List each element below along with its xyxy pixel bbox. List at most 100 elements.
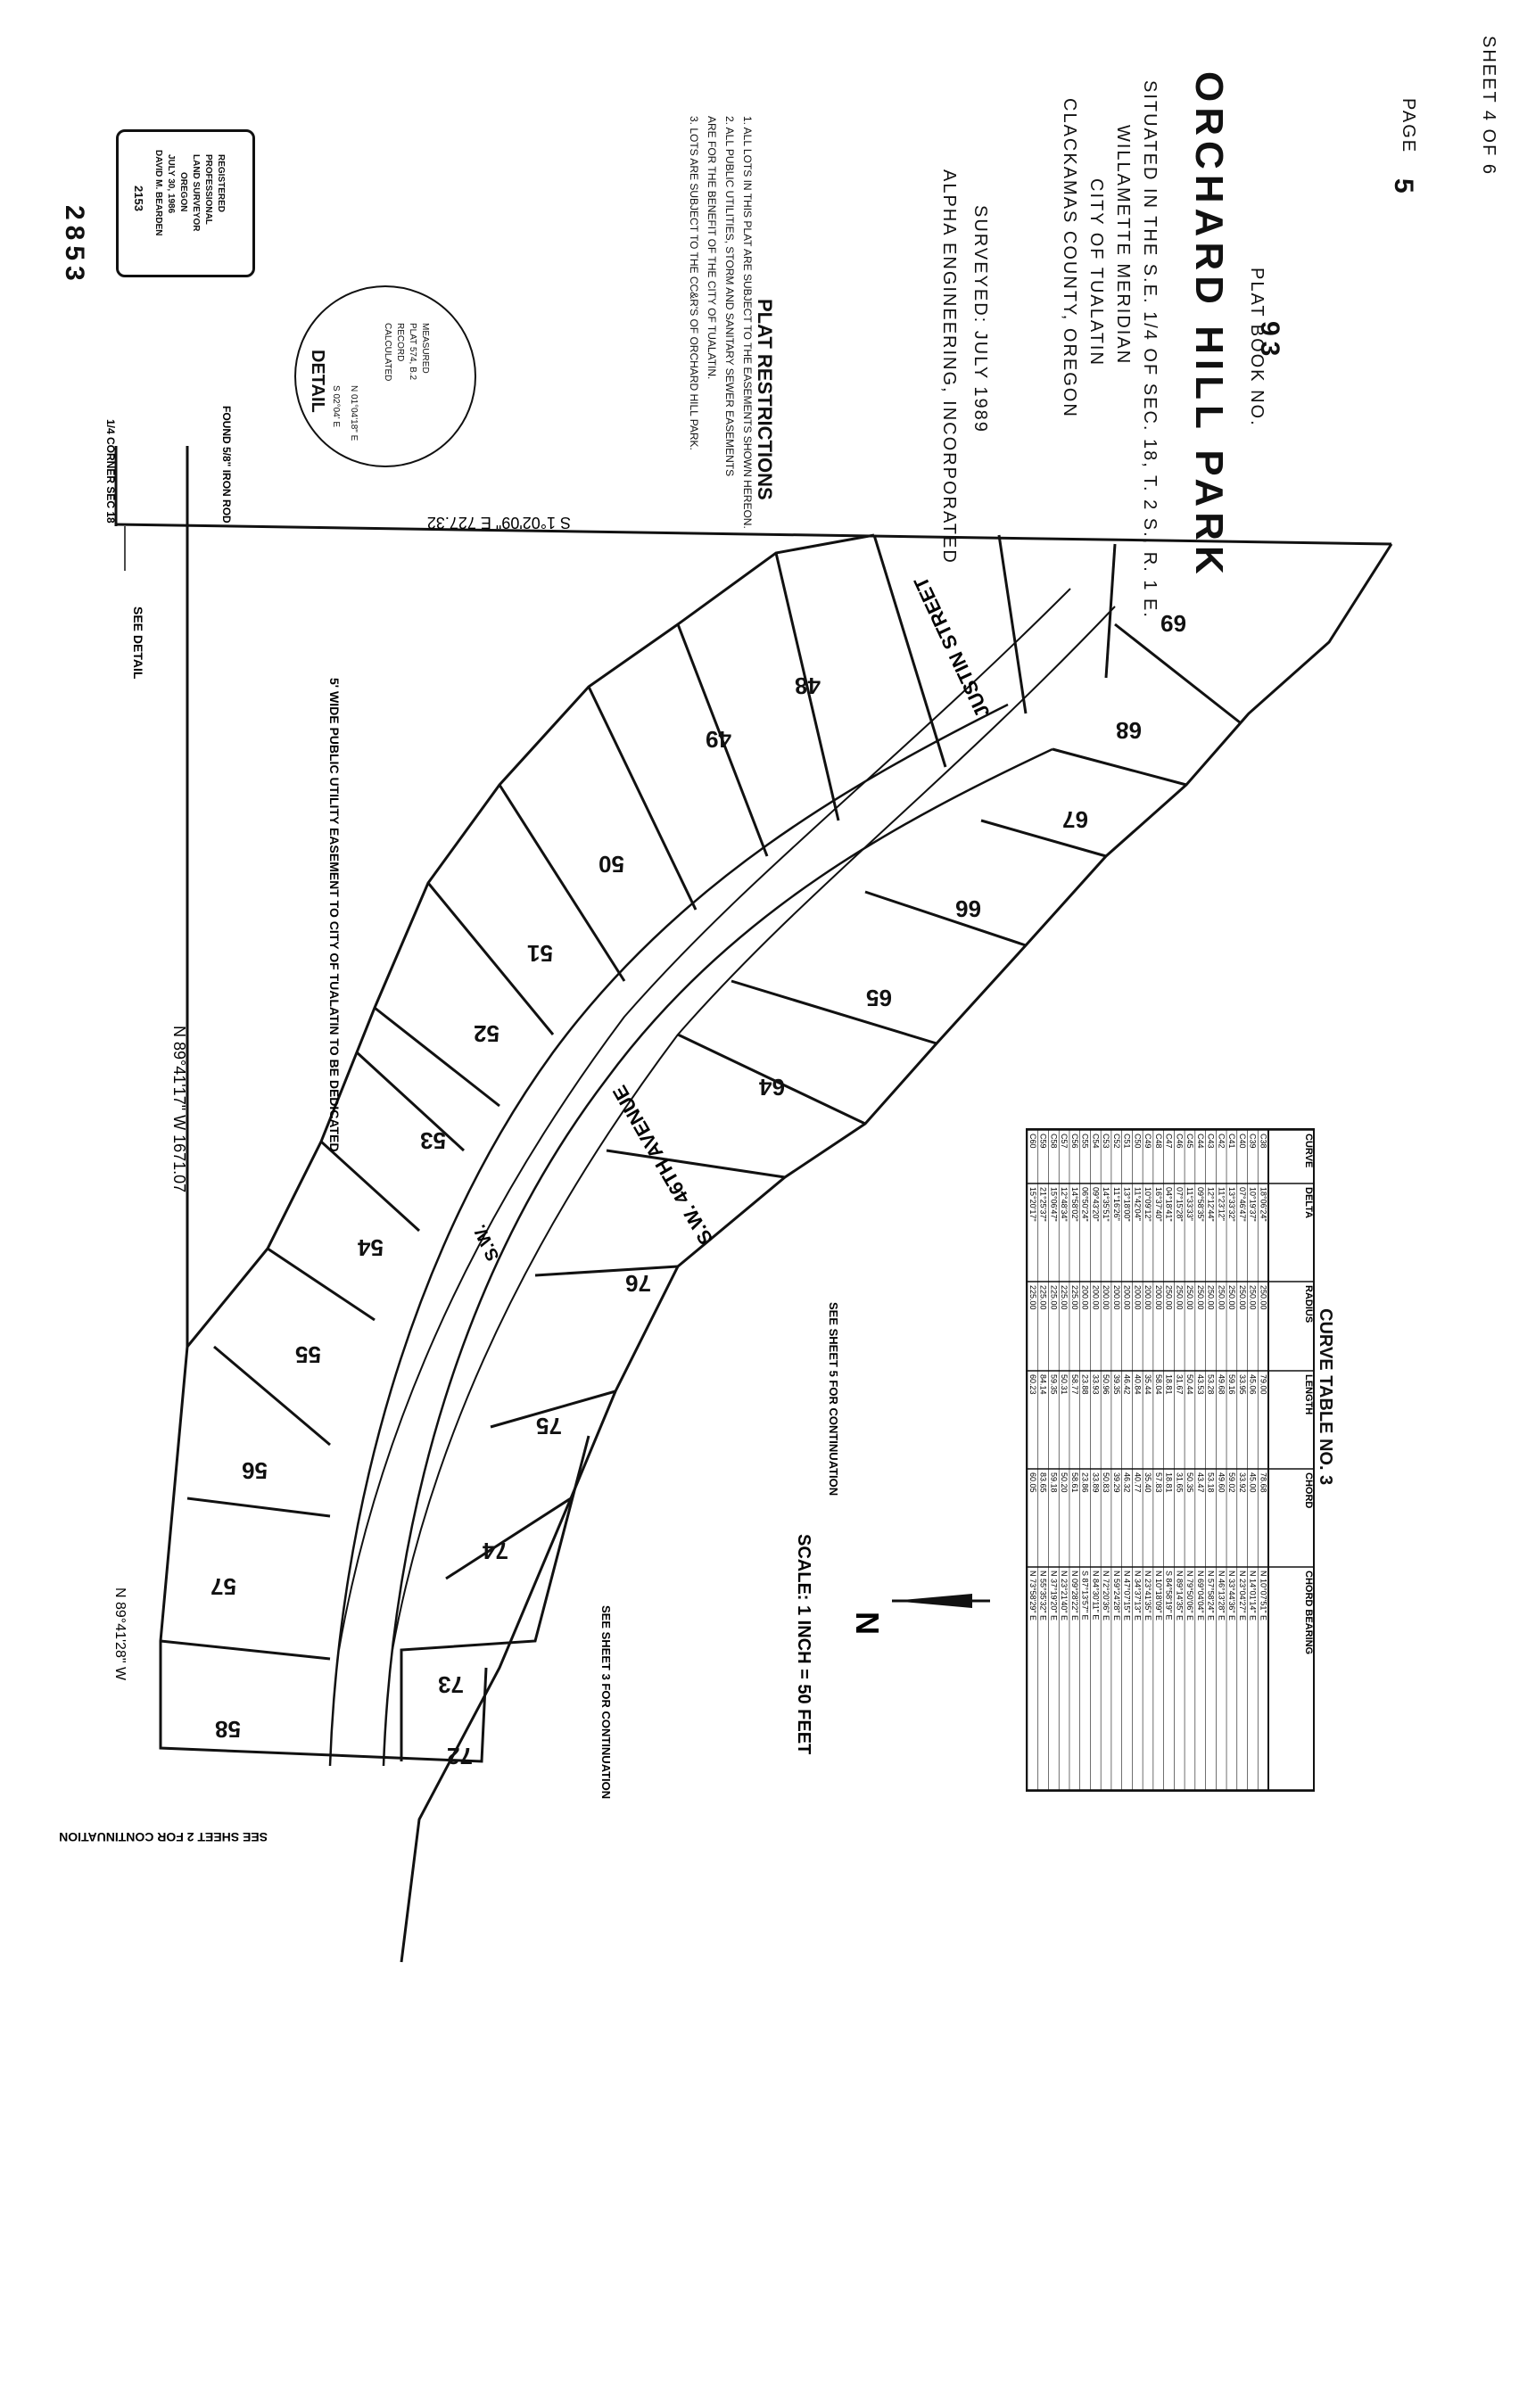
curve-table-cell: C47: [1165, 1134, 1174, 1149]
lot-number: 49: [706, 726, 731, 753]
curve-table-cell: 60.23: [1028, 1374, 1037, 1395]
stamp-line: PROFESSIONAL: [203, 154, 213, 225]
lot-number: 48: [795, 672, 821, 699]
continuation-note: SEE SHEET 2 FOR CONTINUATION: [59, 1830, 268, 1844]
curve-table-cell: N 09°28'22" E: [1070, 1571, 1079, 1620]
curve-table-cell: N 57°58'24" E: [1207, 1571, 1216, 1620]
curve-table-cell: 39.29: [1112, 1472, 1121, 1493]
curve-table-cell: 59.16: [1227, 1374, 1236, 1395]
curve-table-cell: 15°20'17": [1028, 1187, 1037, 1222]
curve-table-cell: N 55°35'32" E: [1039, 1571, 1048, 1620]
curve-table-cell: 14°35'51": [1102, 1187, 1110, 1222]
location-line: WILLAMETTE MERIDIAN: [1113, 125, 1133, 366]
lot-line: [606, 1149, 786, 1179]
curve-table-cell: C56: [1070, 1134, 1079, 1149]
curve-table-cell: C44: [1196, 1134, 1205, 1149]
curve-table-cell: 200.00: [1102, 1285, 1110, 1310]
curve-table-cell: N 59°24'28" E: [1112, 1571, 1121, 1620]
location-line: CLACKAMAS COUNTY, OREGON: [1060, 98, 1079, 418]
curve-table-header: LENGTH: [1303, 1374, 1313, 1414]
curve-table-cell: N 47°07'15" E: [1123, 1571, 1132, 1620]
street-name-justin: JUSTIN STREET: [909, 573, 994, 721]
curve-table-cell: 16°37'40": [1154, 1187, 1163, 1222]
curve-table-cell: 53.18: [1207, 1472, 1216, 1493]
lot-line: [267, 1247, 376, 1322]
curve-table-cell: 60.05: [1028, 1472, 1037, 1493]
curve-table-cell: C41: [1227, 1134, 1236, 1149]
curve-table-cell: 15°06'47": [1049, 1187, 1058, 1222]
curve-table-cell: N 10°07'51" E: [1259, 1571, 1267, 1620]
west-line-bearing: N 89°41'17" W 1671.07: [170, 1026, 188, 1192]
street-curve-b: [382, 747, 1053, 1767]
lot-number: 74: [483, 1538, 508, 1564]
curve-table-cell: 58.04: [1154, 1374, 1163, 1395]
curve-table-cell: 225.00: [1070, 1285, 1079, 1310]
curve-table-cell: 200.00: [1091, 1285, 1100, 1310]
lot-number: 72: [447, 1743, 473, 1769]
corner-note: 1/4 CORNER SEC 18: [104, 419, 117, 524]
lot-number: 55: [295, 1341, 321, 1368]
curve-table-cell: 250.00: [1249, 1285, 1258, 1310]
curve-table-cell: C58: [1049, 1134, 1058, 1149]
stamp-line: REGISTERED: [216, 154, 226, 213]
curve-table-title: CURVE TABLE NO. 3: [1316, 1308, 1335, 1486]
curve-table-cell: 43.53: [1196, 1374, 1205, 1395]
curve-table-cell: N 73°58'29" E: [1028, 1571, 1037, 1620]
lot-line: [213, 1345, 331, 1447]
lot-line: [997, 534, 1028, 714]
east-boundary-line: [115, 523, 1392, 546]
curve-table-cell: 200.00: [1112, 1285, 1121, 1310]
stamp-line: LAND SURVEYOR: [191, 154, 201, 232]
stamp-line: 2153: [132, 186, 145, 211]
curve-table-cell: C49: [1143, 1134, 1152, 1149]
east-line-bearing: S 1°02'09" E 727.32: [427, 514, 571, 532]
curve-table-cell: C38: [1259, 1134, 1267, 1149]
lot-line: [1114, 623, 1241, 724]
curve-table-cell: C48: [1154, 1134, 1163, 1149]
curve-table-cell: C45: [1185, 1134, 1194, 1149]
curve-table-cell: C59: [1039, 1134, 1048, 1149]
location-line: CITY OF TUALATIN: [1086, 178, 1106, 367]
detail-legend: MEASURED: [420, 323, 430, 374]
curve-table-cell: N 33°44'36" E: [1227, 1571, 1236, 1620]
curve-table-cell: 18°06'24": [1259, 1187, 1267, 1222]
curve-table-cell: 83.65: [1039, 1472, 1048, 1493]
curve-table-cell: 33.89: [1091, 1472, 1100, 1493]
curve-table-cell: C55: [1081, 1134, 1090, 1149]
curve-table-cell: 35.44: [1143, 1374, 1152, 1395]
curve-table-cell: 50.96: [1102, 1374, 1110, 1395]
curve-table-cell: 39.35: [1112, 1374, 1121, 1395]
curve-table-cell: 200.00: [1123, 1285, 1132, 1310]
curve-table-cell: 57.83: [1154, 1472, 1163, 1493]
curve-table-cell: 250.00: [1175, 1285, 1184, 1310]
lot-line: [587, 686, 698, 911]
curve-table-cell: 59.35: [1049, 1374, 1058, 1395]
lot-line: [186, 1497, 331, 1518]
curve-table-cell: N 89°14'35" E: [1175, 1571, 1184, 1620]
curve-table-cell: N 34°37'13" E: [1133, 1571, 1142, 1620]
curve-table-header: RADIUS: [1303, 1285, 1313, 1323]
lot-number: 56: [242, 1457, 268, 1484]
curve-table-cell: 07°15'28": [1175, 1187, 1184, 1222]
lot-number: 68: [1116, 717, 1142, 744]
engineer-name: ALPHA ENGINEERING, INCORPORATED: [939, 169, 959, 565]
lot-number: 67: [1062, 806, 1088, 833]
curve-table-cell: 50.44: [1185, 1374, 1194, 1395]
lot-line: [374, 1006, 500, 1108]
curve-table-cell: C40: [1238, 1134, 1247, 1149]
curve-table-cell: 31.65: [1175, 1472, 1184, 1493]
see-detail-note: SEE DETAIL: [131, 606, 145, 680]
page-label: PAGE: [1399, 98, 1418, 154]
curve-table-header: CHORD: [1303, 1472, 1313, 1508]
curve-table-cell: 49.68: [1217, 1374, 1226, 1395]
curve-table-cell: C51: [1123, 1134, 1132, 1149]
lot-line: [534, 1265, 679, 1277]
curve-table-header: CURVE: [1303, 1134, 1313, 1167]
lot-line: [774, 552, 840, 821]
curve-table-cell: 31.67: [1175, 1374, 1184, 1395]
curve-table-cell: 59.02: [1227, 1472, 1236, 1493]
lot-line: [426, 882, 555, 1035]
lot-line: [864, 890, 1027, 947]
curve-table-cell: 59.18: [1049, 1472, 1058, 1493]
